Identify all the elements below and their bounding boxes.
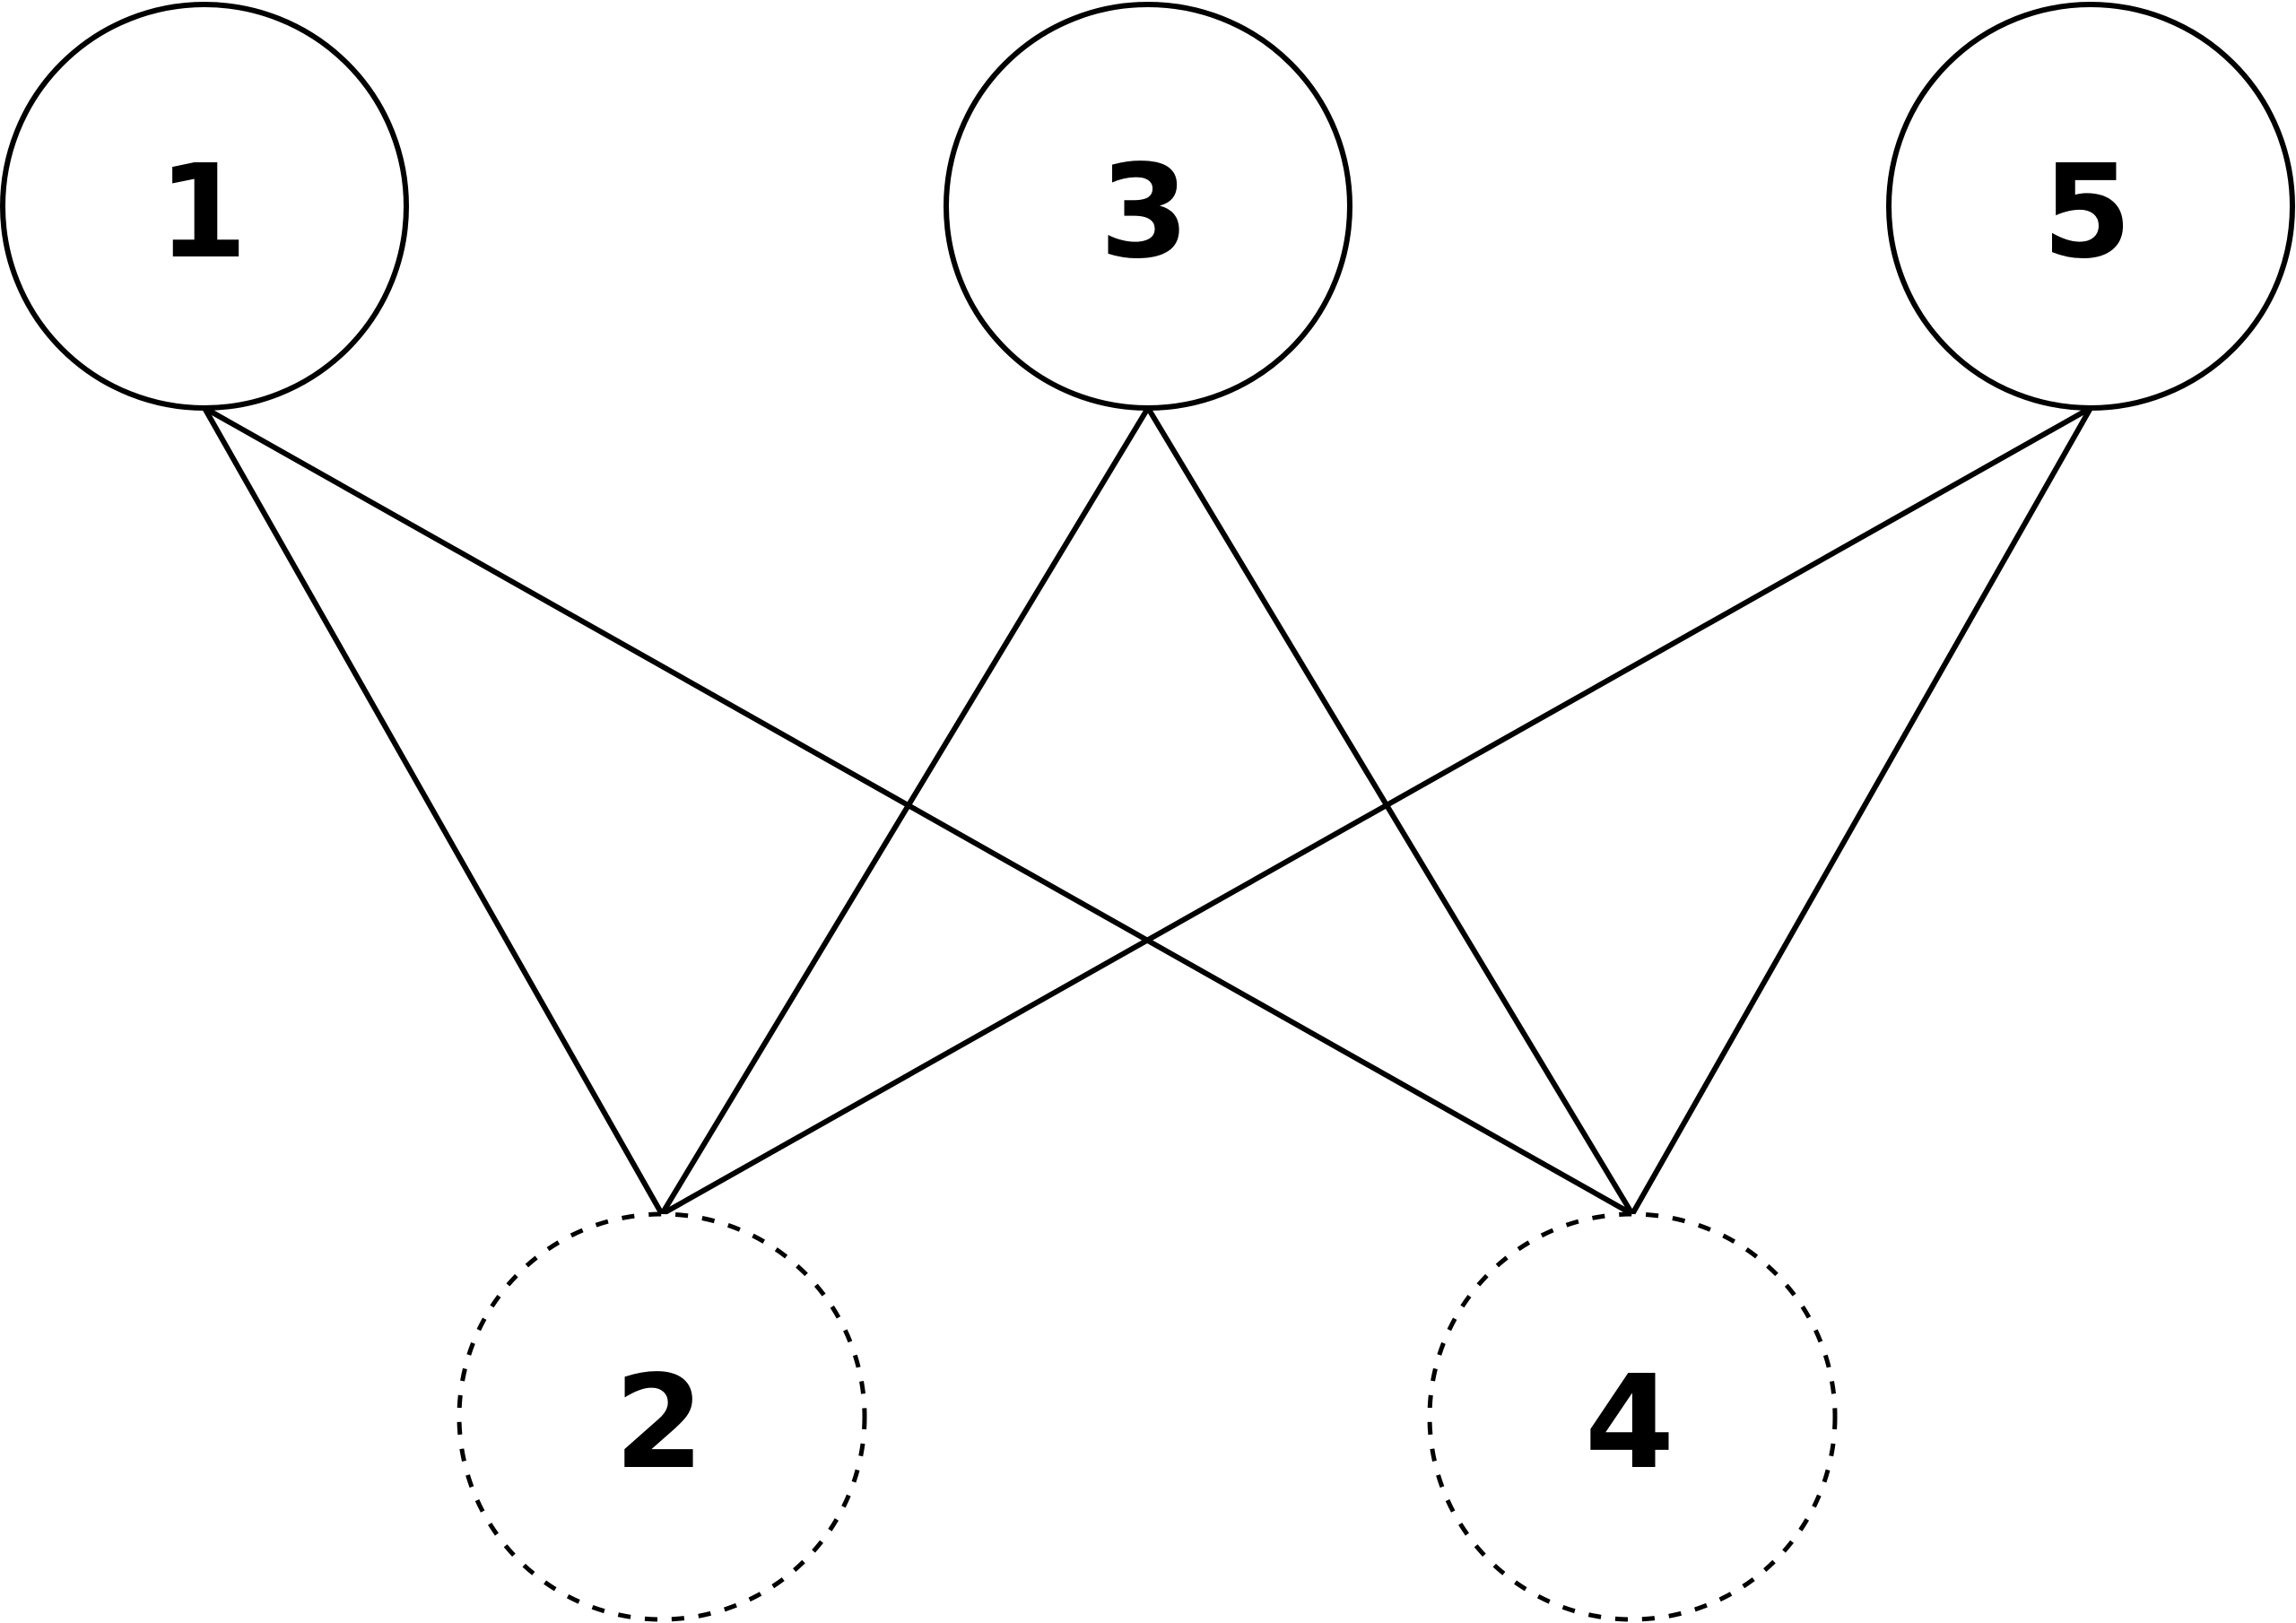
node-5-circle [1886, 2, 2295, 411]
node-3: 3 [944, 2, 1352, 411]
edges-layer [202, 405, 2093, 1217]
edge-1-2 [202, 406, 665, 1216]
node-5-label: 5 [2042, 136, 2132, 287]
edge-5-2 [660, 405, 2092, 1217]
node-3-circle [944, 2, 1352, 411]
node-2: 2 [457, 1211, 867, 1622]
node-5: 5 [1886, 2, 2295, 411]
node-1: 1 [0, 2, 409, 411]
edge-3-2 [659, 406, 1151, 1216]
edge-1-4 [203, 405, 1634, 1217]
node-3-label: 3 [1100, 136, 1189, 287]
node-4-label: 4 [1585, 1347, 1674, 1497]
node-4: 4 [1427, 1211, 1838, 1622]
node-1-circle [0, 2, 409, 411]
node-2-label: 2 [614, 1347, 704, 1497]
node-1-label: 1 [158, 136, 248, 287]
node-4-circle [1427, 1211, 1838, 1622]
edge-5-4 [1630, 406, 2093, 1216]
node-2-circle [457, 1211, 867, 1622]
edge-3-4 [1145, 406, 1635, 1216]
